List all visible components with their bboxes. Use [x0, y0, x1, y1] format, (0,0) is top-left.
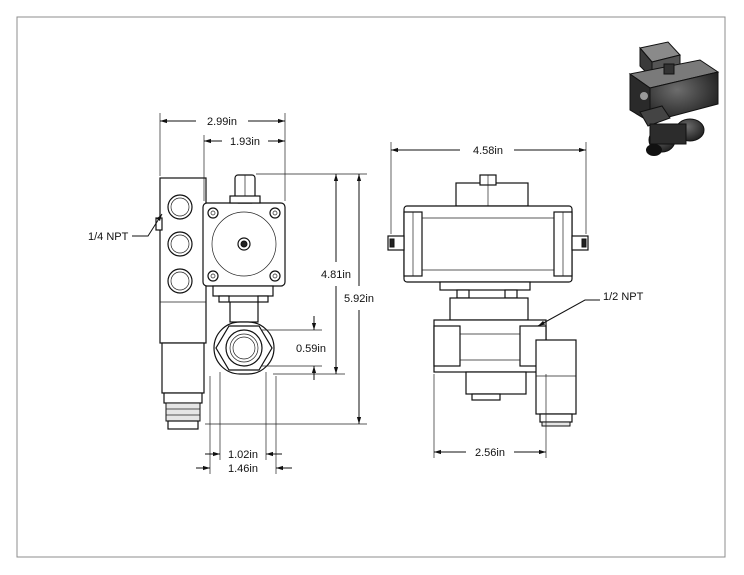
dim-side-actuator-width: 1.93in: [230, 136, 260, 148]
dim-front-body-length: 2.56in: [475, 447, 505, 459]
side-view-dimensions: [132, 113, 367, 474]
front-view-dimensions: [390, 142, 600, 458]
callout-valve-port: 1/2 NPT: [603, 291, 644, 303]
drawing-border: [16, 16, 726, 558]
dim-side-overall-width: 2.99in: [207, 116, 237, 128]
side-view: [155, 174, 286, 430]
dim-side-body-width: 1.02in: [228, 449, 258, 461]
callout-pilot-port: 1/4 NPT: [88, 231, 129, 243]
dim-side-port-offset: 0.59in: [296, 343, 326, 355]
dim-side-end-width: 1.46in: [228, 463, 258, 475]
isometric-thumbnail: [628, 41, 720, 156]
dim-side-height-overall: 5.92in: [344, 293, 374, 305]
dim-front-actuator-length: 4.58in: [473, 145, 503, 157]
dim-side-height-body: 4.81in: [321, 269, 351, 281]
front-view: [387, 174, 589, 427]
